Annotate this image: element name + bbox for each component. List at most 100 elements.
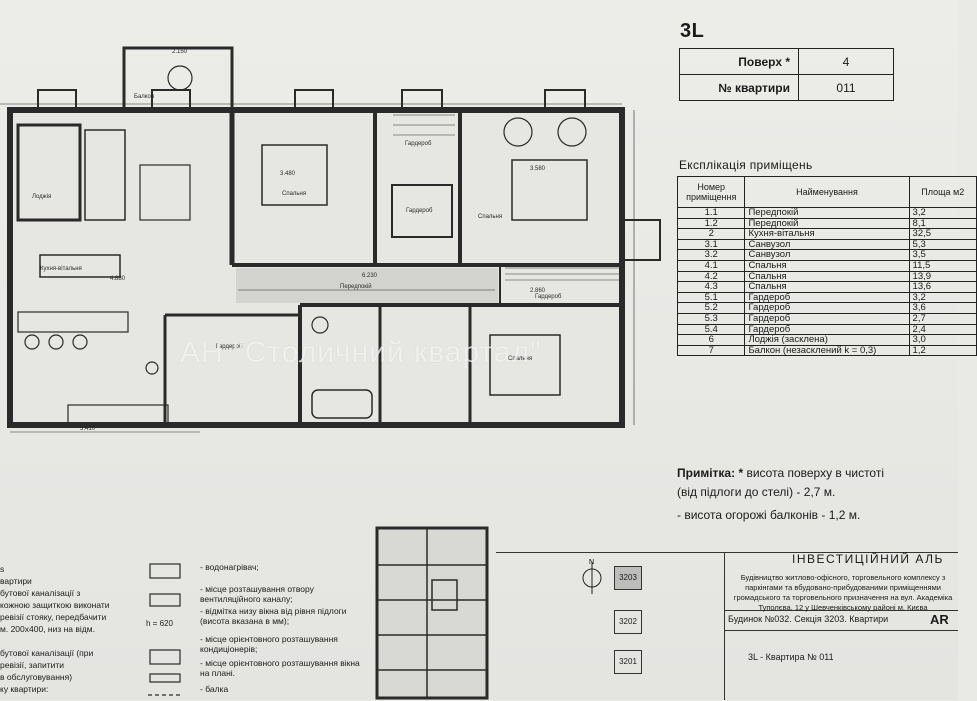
watermark: АН "Столичний квартал" [180,336,542,369]
room-name: Санвузол [744,249,910,261]
room-number: 5.4 [676,323,746,336]
room-number: 5.1 [676,291,746,304]
explication-title: Експлікація приміщень [679,158,813,172]
room-label-wardrobe-3: Гардероб [535,294,562,300]
room-number: 4.1 [676,259,746,272]
room-label-wardrobe-2: Гардероб [406,208,433,214]
room-label-loggia: Лоджія [32,194,51,200]
room-number: 4.2 [676,270,746,283]
legend-left-line: вартири [0,576,32,586]
stamp-description: Будівництво житлово-офісного, торговельн… [733,573,953,612]
section-3202: 3202 [614,610,642,634]
svg-text:N: N [589,559,594,566]
room-number: 3.1 [676,238,746,251]
col-name: Найменування [744,176,910,208]
room-name: Гардероб [744,291,910,304]
apartment-info-table: Поверх * 4 № квартири 011 [679,48,894,101]
room-area: 11,5 [908,259,977,272]
stamp-divider [724,552,725,700]
note-line-3: - висота огорожі балконів - 1,2 м. [677,508,861,522]
room-area: 5,3 [908,238,977,251]
legend-left-line: кожною защиткою виконати [0,600,110,610]
section-key-plan [375,526,489,700]
room-label-kitchen: Кухня-вітальня [40,266,82,272]
explication-header: Номер приміщення Найменування Площа м2 [676,176,977,208]
water-heater-icon [149,563,181,579]
col-number: Номер приміщення [676,176,746,208]
room-area: 13,6 [908,281,977,293]
dim-2: 6.230 [362,273,378,279]
legend-left-line: в обслуговування) [0,672,73,682]
plan-code: 3L [680,20,705,42]
room-name: Кухня-вітальня [744,228,910,240]
dim-4: 3.410 [80,426,96,432]
room-name: Санвузол [744,238,910,251]
legend-item: - відмітка низу вікна від рівня підлоги … [200,606,347,626]
room-label-hall: Передпокій [340,283,372,290]
air-conditioner-icon [149,649,181,665]
room-number: 6 [676,334,746,346]
stamp-divider-h1 [724,610,958,611]
legend-item: - балка [200,684,229,694]
room-area: 2,4 [908,323,977,336]
floor-row: Поверх * 4 [679,48,894,75]
room-label-bedroom-2: Спальня [478,214,502,220]
stamp-logo: AR [930,612,949,627]
room-number: 4.3 [676,281,746,293]
legend-left-line: м. 200х400, низ на відм. [0,624,95,634]
legend-left-line: бутової каналізації (при [0,648,94,658]
legend-left-line: ревізії, запитити [0,660,64,670]
legend-symbols: h = 620 [146,563,182,696]
dim-3: 4.880 [110,276,126,282]
legend-item: - місце розташування отвору вентиляційно… [200,584,314,604]
dim-5: 3.480 [280,171,296,177]
legend-left-line: ревізії стояку, передбачити [0,612,107,622]
room-name: Гардероб [744,312,910,325]
room-name: Спальня [744,270,910,283]
legend-left-line: бутової каналізації з [0,588,81,598]
room-name: Передпокій [744,217,910,230]
room-name: Спальня [744,259,910,272]
section-3203: 3203 [614,566,642,590]
legend-left-text: s вартири бутової каналізації з кожною защи… [0,563,120,695]
room-number: 5.3 [676,312,746,325]
note-label: Примітка: [677,466,736,480]
room-name: Гардероб [744,302,910,314]
room-number: 1.1 [676,207,746,219]
legend-left-line: s [0,564,5,574]
floor-label: Поверх * [679,48,799,75]
room-area: 8,1 [908,217,977,230]
room-label-bedroom-1: Спальня [282,191,306,197]
room-label-balcony: Балкон [134,94,154,100]
title-block [496,552,958,701]
legend-left-line: ку квартири: [0,684,49,694]
room-area: 3,2 [908,291,977,304]
room-number: 2 [676,228,746,240]
window-position-icon [149,673,181,683]
section-3201: 3201 [614,650,642,674]
room-area: 13,9 [908,270,977,283]
vent-opening-icon [149,593,181,607]
dim-1: 2.150 [172,49,188,55]
room-label-wardrobe-1: Гардероб [405,141,432,147]
room-area: 2,7 [908,312,977,325]
room-name: Лоджія (засклена) [744,334,910,346]
note-line-1: Примітка: * висота поверху в чистоті [677,466,884,480]
legend-item: - місце орієнтовного розташування кондиц… [200,634,338,654]
legend-h-label: h = 620 [146,619,173,628]
room-name: Балкон (незасклений k = 0,3) [744,344,910,357]
stamp-apartment: 3L - Квартира № 011 [748,652,834,662]
floor-plan: Балкон Кухня-вітальня Спальня Спальня Сп… [0,46,661,433]
room-name: Спальня [744,281,910,293]
legend-item: - водонагрівач; [200,562,259,572]
